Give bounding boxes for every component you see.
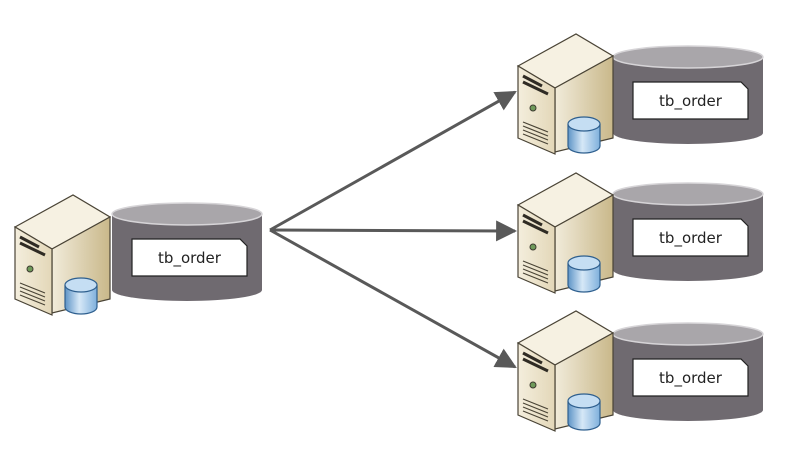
- server-with-database-icon: [13, 194, 112, 316]
- table-label-box: tb_order: [632, 81, 749, 120]
- server-vents: [522, 121, 549, 145]
- cylinder-top: [612, 45, 764, 69]
- table-name-label: tb_order: [659, 92, 723, 111]
- target-database-cylinder: tb_order: [612, 182, 764, 281]
- table-label-box: tb_order: [131, 238, 248, 277]
- server-drive-bays: [522, 351, 549, 373]
- server-vents: [19, 282, 46, 306]
- mini-database-icon: [567, 393, 601, 431]
- server-power-light: [26, 265, 34, 273]
- source-database-cylinder: tb_order: [111, 202, 263, 301]
- target-database-cylinder: tb_order: [612, 45, 764, 144]
- mini-database-icon: [567, 116, 601, 154]
- target-node-2: tb_order: [516, 172, 764, 294]
- table-name-label: tb_order: [659, 369, 723, 388]
- source-node: tb_order: [13, 194, 263, 316]
- arrow-to-target-3: [269, 228, 517, 369]
- server-vents: [522, 398, 549, 422]
- server-power-light: [529, 243, 537, 251]
- table-name-label: tb_order: [659, 229, 723, 248]
- mini-database-icon: [567, 255, 601, 293]
- nodes: tb_order tb_order tb_order tb_order: [13, 33, 764, 432]
- cylinder-top: [612, 322, 764, 346]
- server-vents: [522, 260, 549, 284]
- arrow-to-target-2: [269, 220, 518, 242]
- server-with-database-icon: [516, 172, 615, 294]
- table-label-box: tb_order: [632, 358, 749, 397]
- cylinder-top: [612, 182, 764, 206]
- table-label-box: tb_order: [632, 218, 749, 257]
- mini-database-icon: [64, 277, 98, 315]
- server-drive-bays: [19, 235, 46, 257]
- target-database-cylinder: tb_order: [612, 322, 764, 421]
- target-node-1: tb_order: [516, 33, 764, 155]
- server-drive-bays: [522, 213, 549, 235]
- server-power-light: [529, 381, 537, 389]
- replication-arrows: [269, 90, 518, 369]
- target-node-3: tb_order: [516, 310, 764, 432]
- server-with-database-icon: [516, 310, 615, 432]
- cylinder-top: [111, 202, 263, 226]
- server-drive-bays: [522, 74, 549, 96]
- server-power-light: [529, 104, 537, 112]
- server-with-database-icon: [516, 33, 615, 155]
- table-name-label: tb_order: [158, 249, 222, 268]
- arrow-to-target-1: [269, 90, 517, 232]
